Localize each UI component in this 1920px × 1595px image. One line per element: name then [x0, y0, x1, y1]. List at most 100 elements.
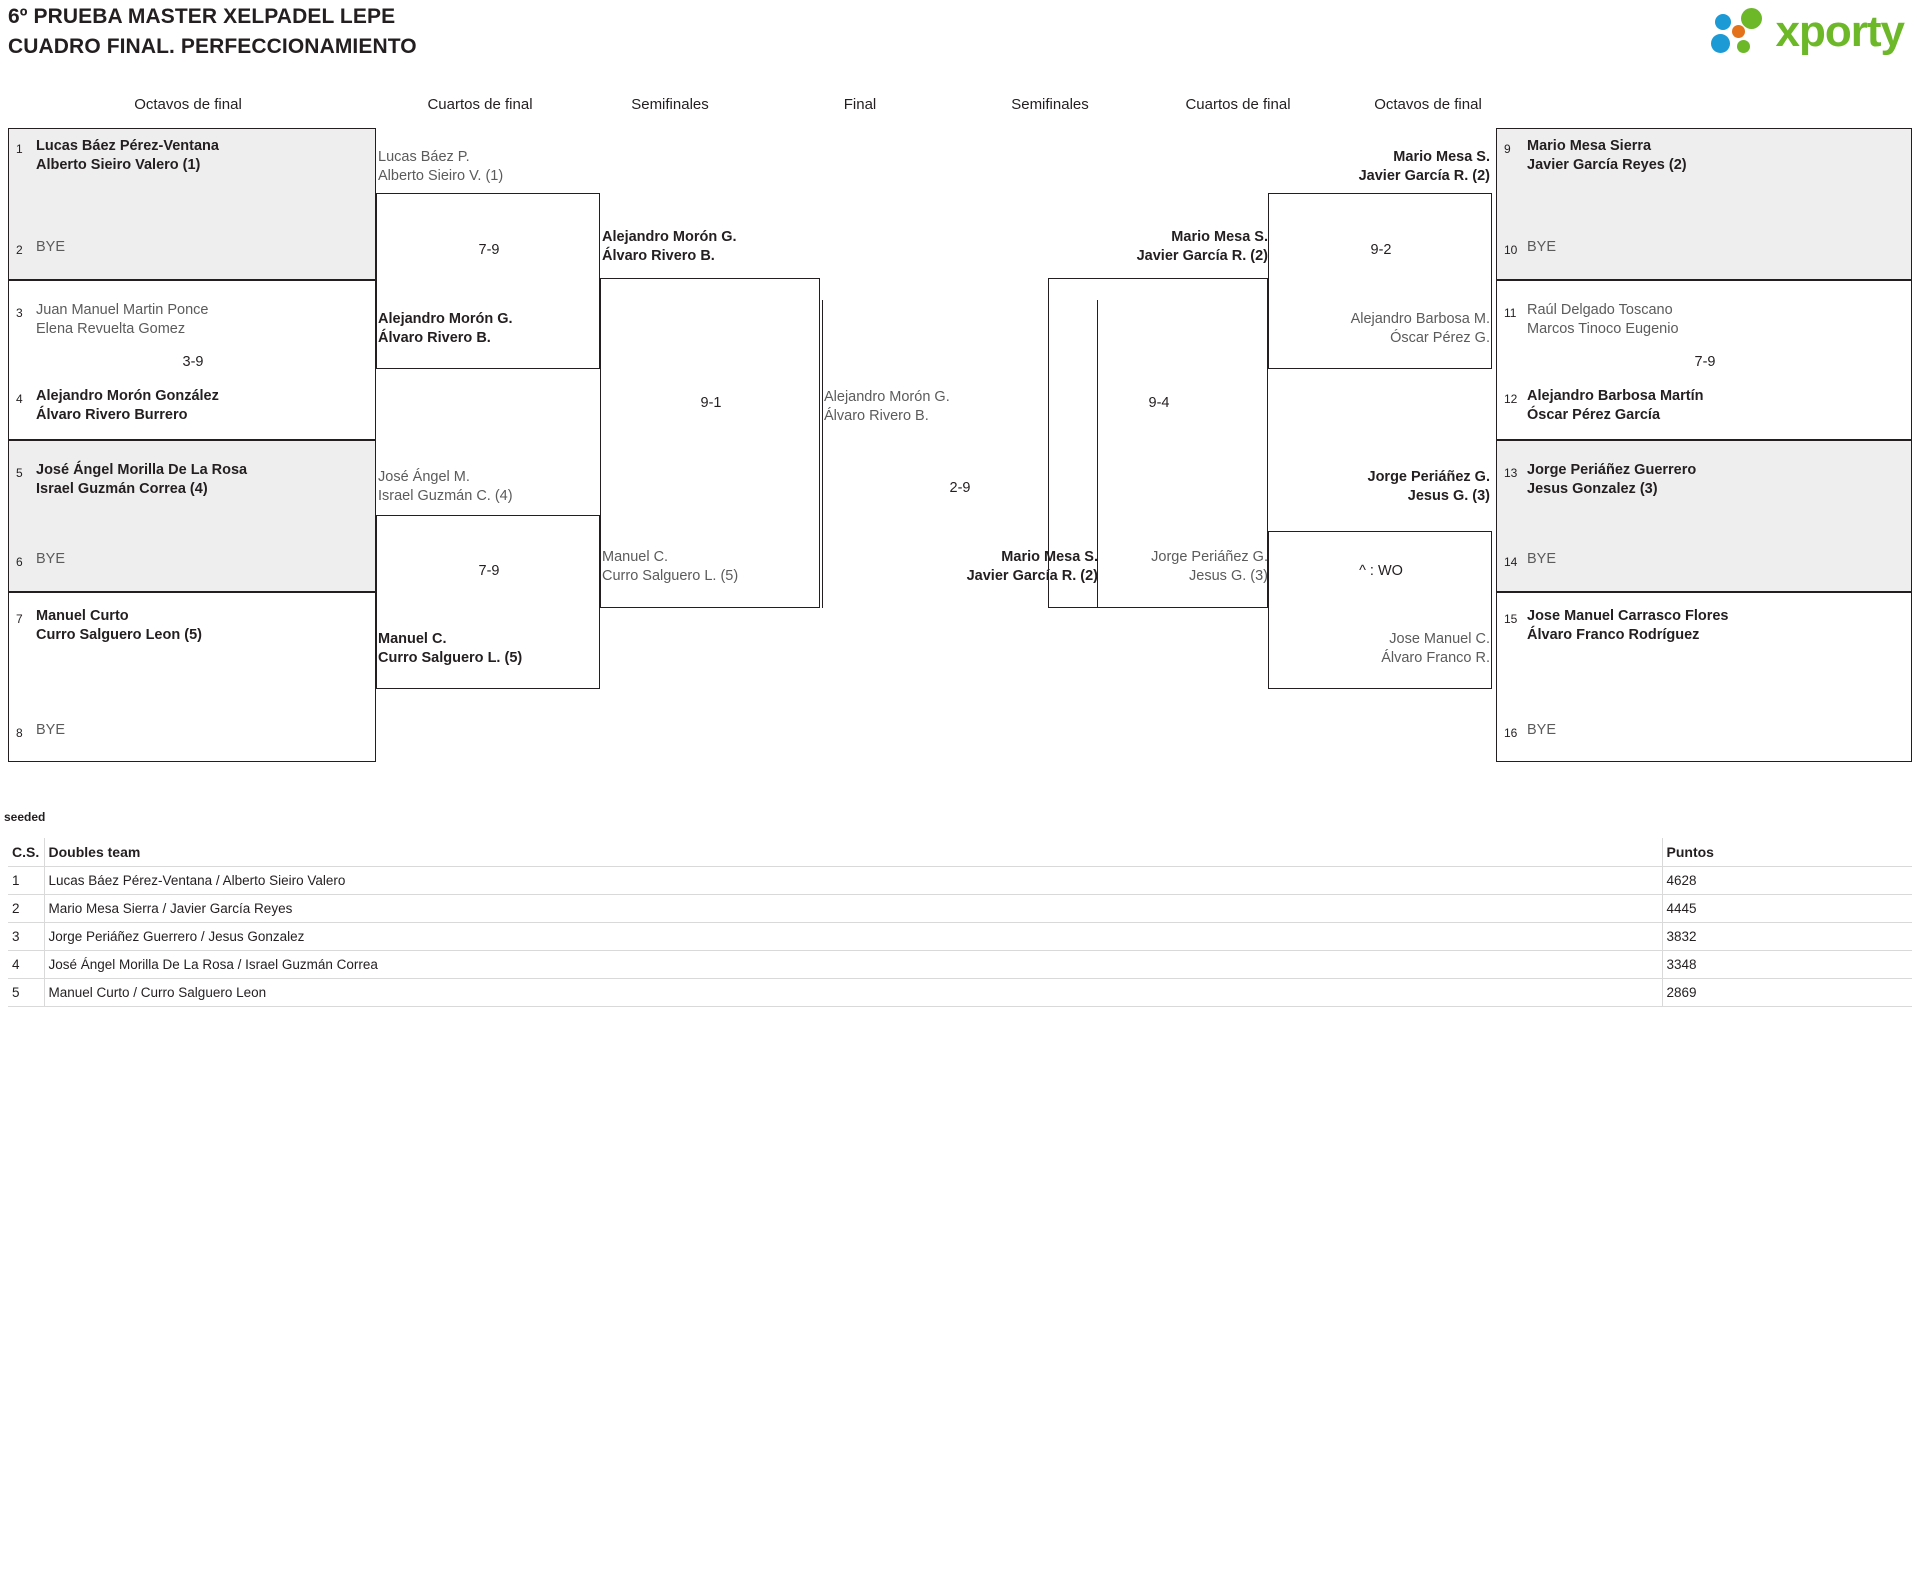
cell-puntos: 4445 [1662, 894, 1912, 923]
right-sf-match[interactable]: 9-4 [1048, 278, 1268, 608]
right-r16-match-3[interactable]: 13 Jorge Periáñez Guerrero Jesus Gonzale… [1496, 440, 1912, 592]
seed-number: 12 [1504, 392, 1518, 406]
right-qf-1-player-name: Mario Mesa S. [1393, 149, 1490, 165]
left-r16-match-2[interactable]: 3 Juan Manuel Martin Ponce Elena Revuelt… [8, 280, 376, 440]
player-name: BYE [36, 551, 66, 567]
round-header-left-r16: Octavos de final [134, 96, 242, 113]
player-name: Álvaro Franco Rodríguez [1527, 627, 1700, 643]
right-r16-match-2[interactable]: 11 Raúl Delgado Toscano Marcos Tinoco Eu… [1496, 280, 1912, 440]
match-score: 9-2 [1370, 242, 1392, 258]
table-row[interactable]: 2 Mario Mesa Sierra / Javier García Reye… [8, 894, 1912, 923]
match-score: 7-9 [1694, 354, 1716, 370]
player-name: BYE [1527, 551, 1557, 567]
match-score: 3-9 [182, 354, 204, 370]
cell-cs: 1 [8, 866, 45, 895]
player-name: Curro Salguero Leon (5) [36, 627, 202, 643]
seed-number: 6 [16, 555, 23, 569]
column-header-puntos: Puntos [1662, 838, 1912, 867]
seed-number: 2 [16, 243, 23, 257]
player-name: BYE [1527, 722, 1557, 738]
right-qf-2-player-name: Óscar Pérez G. [1390, 330, 1490, 346]
cell-team: Manuel Curto / Curro Salguero Leon [44, 978, 1663, 1007]
player-name: BYE [1527, 239, 1557, 255]
cell-cs: 5 [8, 978, 45, 1007]
player-name: Marcos Tinoco Eugenio [1527, 321, 1679, 337]
match-score: ^ : WO [1359, 563, 1403, 579]
column-header-cs: C.S. [8, 838, 45, 867]
player-name: Álvaro Rivero Burrero [36, 407, 188, 423]
cell-team: Mario Mesa Sierra / Javier García Reyes [44, 894, 1663, 923]
player-name: Juan Manuel Martin Ponce [36, 302, 209, 318]
right-r16-match-1[interactable]: 9 Mario Mesa Sierra Javier García Reyes … [1496, 128, 1912, 280]
left-sf-2-player-name: Curro Salguero L. (5) [602, 568, 739, 584]
right-qf-4-player-name: Álvaro Franco R. [1381, 650, 1490, 666]
final-connector-right [1097, 300, 1098, 608]
cell-team: Jorge Periáñez Guerrero / Jesus Gonzalez [44, 922, 1663, 951]
round-header-left-qf: Cuartos de final [427, 96, 533, 113]
left-sf-1-player-name: Álvaro Rivero B. [602, 248, 715, 264]
cell-team: José Ángel Morilla De La Rosa / Israel G… [44, 950, 1663, 979]
right-qf-4-player-name: Jose Manuel C. [1389, 631, 1490, 647]
right-qf-1-player-name: Javier García R. (2) [1358, 168, 1490, 184]
seeded-table: C.S. Doubles team Puntos 1 Lucas Báez Pé… [8, 838, 1912, 1007]
table-row[interactable]: 4 José Ángel Morilla De La Rosa / Israel… [8, 950, 1912, 979]
seed-number: 14 [1504, 555, 1518, 569]
player-name: Jesus Gonzalez (3) [1527, 481, 1658, 497]
xporty-dots-icon [1706, 6, 1770, 58]
player-name: Jorge Periáñez Guerrero [1527, 462, 1697, 478]
seed-number: 10 [1504, 243, 1518, 257]
final-top-player-name: Alejandro Morón G. [824, 389, 950, 405]
round-header-left-sf: Semifinales [631, 96, 709, 113]
cell-cs: 3 [8, 922, 45, 951]
right-sf-2-player-name: Jorge Periáñez G. [1151, 549, 1268, 565]
left-qf-1-player-name: Lucas Báez P. [378, 149, 470, 165]
final-winner-name: Mario Mesa S. [1001, 549, 1098, 565]
final-connector-left [822, 300, 823, 608]
left-sf-match[interactable]: 9-1 [600, 278, 820, 608]
logo-wordmark: xporty [1775, 7, 1905, 56]
left-qf-4-player-name: Curro Salguero L. (5) [378, 650, 523, 666]
seed-number: 8 [16, 726, 23, 740]
match-score: 7-9 [478, 563, 500, 579]
player-name: Alejandro Morón González [36, 388, 219, 404]
left-qf-4-player-name: Manuel C. [378, 631, 447, 647]
page-title: 6º PRUEBA MASTER XELPADEL LEPE CUADRO FI… [8, 2, 417, 62]
column-header-team: Doubles team [44, 838, 1663, 867]
right-sf-1-player-name: Mario Mesa S. [1171, 229, 1268, 245]
right-r16-match-4[interactable]: 15 Jose Manuel Carrasco Flores Álvaro Fr… [1496, 592, 1912, 762]
player-name: José Ángel Morilla De La Rosa [36, 462, 248, 478]
right-qf-3-player-name: Jesus G. (3) [1407, 488, 1490, 504]
left-r16-match-4[interactable]: 7 Manuel Curto Curro Salguero Leon (5) 8… [8, 592, 376, 762]
seed-number: 16 [1504, 726, 1518, 740]
left-qf-2-player-name: Álvaro Rivero B. [378, 330, 491, 346]
player-name: Jose Manuel Carrasco Flores [1527, 608, 1729, 624]
xporty-logo: xporty [1706, 6, 1905, 58]
left-r16-match-1[interactable]: 1 Lucas Báez Pérez-Ventana Alberto Sieir… [8, 128, 376, 280]
player-name: Elena Revuelta Gomez [36, 321, 186, 337]
right-qf-2-player-name: Alejandro Barbosa M. [1350, 311, 1490, 327]
table-row[interactable]: 3 Jorge Periáñez Guerrero / Jesus Gonzal… [8, 922, 1912, 951]
cell-puntos: 4628 [1662, 866, 1912, 895]
seed-number: 15 [1504, 612, 1518, 626]
cell-puntos: 3348 [1662, 950, 1912, 979]
cell-puntos: 2869 [1662, 978, 1912, 1007]
cell-team: Lucas Báez Pérez-Ventana / Alberto Sieir… [44, 866, 1663, 895]
round-header-right-qf: Cuartos de final [1185, 96, 1291, 113]
player-name: Manuel Curto [36, 608, 129, 624]
right-qf-match-1[interactable]: 9-2 [1268, 193, 1492, 369]
right-qf-match-2[interactable]: ^ : WO [1268, 531, 1492, 689]
left-qf-match-2[interactable]: 7-9 [376, 515, 600, 689]
right-sf-2-player-name: Jesus G. (3) [1189, 568, 1268, 584]
player-name: BYE [36, 239, 66, 255]
player-name: BYE [36, 722, 66, 738]
table-row[interactable]: 1 Lucas Báez Pérez-Ventana / Alberto Sie… [8, 866, 1912, 895]
player-name: Óscar Pérez García [1527, 407, 1661, 423]
player-name: Alejandro Barbosa Martín [1527, 388, 1704, 404]
seed-number: 5 [16, 466, 23, 480]
left-qf-match-1[interactable]: 7-9 [376, 193, 600, 369]
left-r16-match-3[interactable]: 5 José Ángel Morilla De La Rosa Israel G… [8, 440, 376, 592]
table-header-row: C.S. Doubles team Puntos [8, 838, 1912, 867]
table-row[interactable]: 5 Manuel Curto / Curro Salguero Leon 286… [8, 978, 1912, 1007]
player-name: Lucas Báez Pérez-Ventana [36, 138, 219, 154]
